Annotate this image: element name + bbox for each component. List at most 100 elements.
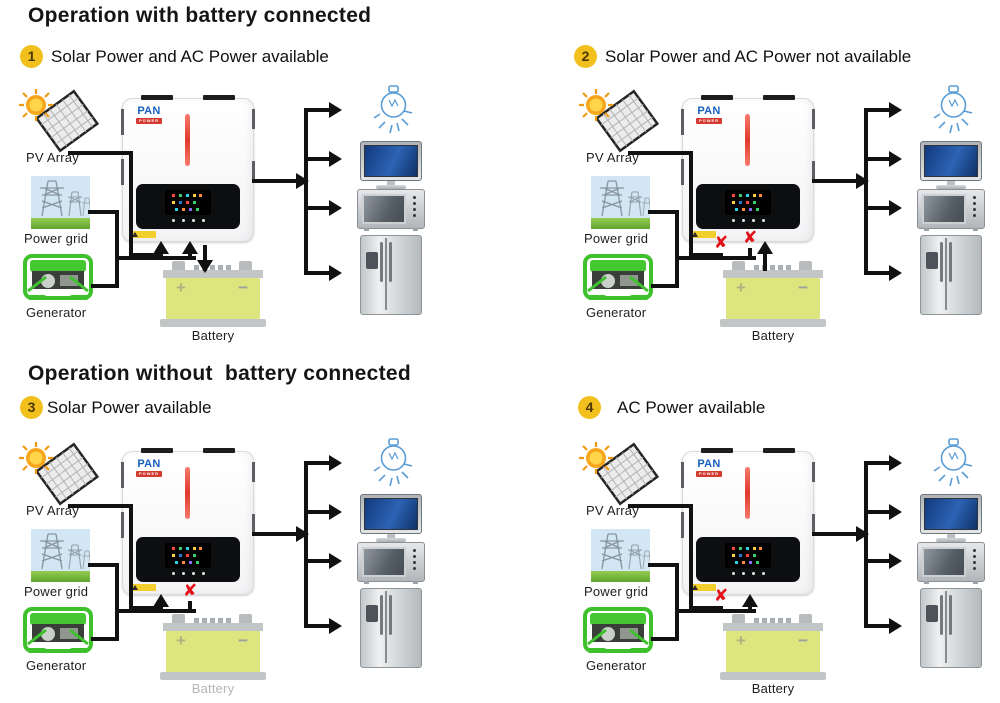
fridge-dispenser <box>926 605 938 622</box>
load-arrow <box>329 102 342 118</box>
loads-bus-segment <box>864 461 868 628</box>
tv-screen <box>924 145 978 177</box>
load-branch-segment <box>864 559 890 563</box>
ac-line-segment <box>115 609 196 613</box>
grid-line-segment <box>88 210 119 214</box>
pv-array-icon <box>579 442 660 506</box>
load-branch-segment <box>304 510 330 514</box>
mounting-tab <box>701 95 733 100</box>
quadrant-2-diagram: PV Array Power grid Generator <box>568 85 1000 375</box>
load-arrow <box>329 504 342 520</box>
heatsink-fin <box>812 109 815 129</box>
battery-line-segment <box>763 245 767 271</box>
heatsink-fin <box>121 462 124 488</box>
fridge-handle <box>380 595 383 635</box>
operation-mode-diagram: PV Array Power grid Generator <box>568 438 1000 703</box>
battery-minus-sign: − <box>238 278 248 297</box>
battery-line-segment <box>203 245 207 271</box>
fridge-dispenser <box>366 252 378 269</box>
tv-stand <box>947 181 955 185</box>
pv-line-segment <box>628 151 693 155</box>
microwave-foot <box>364 581 369 584</box>
pv-array-icon <box>19 442 100 506</box>
pv-line-segment <box>689 606 723 610</box>
display-panel <box>696 184 800 229</box>
microwave-foot <box>413 228 418 231</box>
ac-line-segment <box>748 248 752 259</box>
inverter: PAN POWER <box>121 448 255 595</box>
battery-plus-sign: + <box>176 631 186 650</box>
section-title-without-battery: Operation without battery connected <box>28 362 411 385</box>
load-arrow <box>329 618 342 634</box>
battery-top <box>723 623 823 631</box>
microwave-controls <box>969 196 979 222</box>
ac-line-segment <box>675 609 756 613</box>
battery-label: Battery <box>191 681 235 696</box>
pv-array-label: PV Array <box>26 503 79 518</box>
heatsink-fin <box>812 462 815 482</box>
battery-icon: + − <box>720 261 826 327</box>
pv-array-label: PV Array <box>586 150 639 165</box>
brand-name: PAN <box>697 458 721 470</box>
microwave-door <box>362 194 406 224</box>
brand-logo: PAN POWER <box>694 459 724 477</box>
lcd-pixels <box>732 194 735 197</box>
battery-top <box>723 270 823 278</box>
status-led-bar <box>745 467 750 519</box>
heatsink-fin <box>812 514 815 534</box>
step-number-badge: 1 <box>20 45 43 68</box>
step-number-badge: 2 <box>574 45 597 68</box>
fridge-handle <box>389 595 392 635</box>
load-arrow <box>329 200 342 216</box>
brand-name: PAN <box>137 458 161 470</box>
heatsink-fin <box>681 512 684 538</box>
solar-panel-icon <box>34 442 100 506</box>
battery-caps <box>194 618 234 624</box>
pv-line-segment <box>129 504 133 610</box>
tv-base <box>376 538 406 542</box>
status-led-bar <box>185 467 190 519</box>
pv-line-segment <box>689 504 693 610</box>
tv-frame <box>360 494 422 534</box>
ac-line-segment <box>675 256 756 260</box>
generator-label: Generator <box>586 305 647 320</box>
tv-screen <box>364 145 418 177</box>
fridge-divider <box>945 591 947 663</box>
fridge-handle <box>949 242 952 282</box>
load-arrow <box>329 151 342 167</box>
quadrant-title: AC Power available <box>617 397 766 417</box>
brand-name: PAN <box>697 105 721 117</box>
mounting-tab <box>203 448 235 453</box>
warning-label <box>130 231 156 238</box>
battery-icon: + − <box>160 614 266 680</box>
tv-screen <box>924 498 978 530</box>
battery-discharge-arrow <box>757 241 773 254</box>
display-panel <box>136 537 240 582</box>
power-grid-label: Power grid <box>584 231 649 246</box>
fridge-divider <box>385 238 387 310</box>
power-grid-icon <box>591 176 650 229</box>
ac-bus-segment <box>675 563 679 641</box>
generator-line-segment <box>651 284 679 288</box>
battery-body: + − <box>166 631 260 673</box>
battery-label: Battery <box>191 328 235 343</box>
pv-array-icon <box>579 89 660 153</box>
lcd-screen <box>165 190 211 215</box>
heatsink-fin <box>121 512 124 538</box>
battery-top <box>163 623 263 631</box>
quadrant-3-diagram: PV Array Power grid Generator <box>8 438 448 703</box>
power-grid-label: Power grid <box>584 584 649 599</box>
panel-buttons <box>732 572 765 575</box>
warning-label <box>690 584 716 591</box>
display-panel <box>136 184 240 229</box>
inverter: PAN POWER <box>681 95 815 242</box>
heatsink-fin <box>812 161 815 181</box>
heatsink-fin <box>252 161 255 181</box>
microwave-foot <box>413 581 418 584</box>
battery-base <box>160 672 266 680</box>
grid-line-segment <box>648 563 679 567</box>
battery-label: Battery <box>751 681 795 696</box>
brand-name: PAN <box>137 105 161 117</box>
generator-icon <box>23 254 93 300</box>
quadrant-4-heading: 4 AC Power available <box>578 396 765 419</box>
